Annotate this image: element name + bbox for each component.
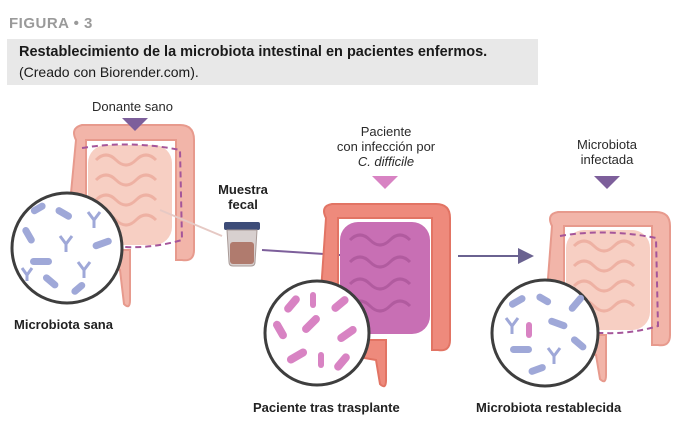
bacterium <box>30 258 52 265</box>
bacterium <box>546 347 562 364</box>
bacterium <box>92 237 112 250</box>
bacterium <box>20 267 34 281</box>
fecal-sample-jar <box>224 222 260 267</box>
infected-marker <box>594 176 620 189</box>
figure-title: Restablecimiento de la microbiota intest… <box>19 44 488 60</box>
bacterium <box>334 353 350 371</box>
restored-microbiota-circle <box>490 278 600 388</box>
healthy-microbiota-circle <box>10 191 124 305</box>
bacterium <box>536 293 552 306</box>
bacterium <box>86 211 102 228</box>
post-transplant-label: Paciente tras trasplante <box>253 400 400 415</box>
bacterium <box>286 348 308 364</box>
healthy-microbiota-label: Microbiota sana <box>14 317 113 332</box>
donor-marker <box>122 118 148 131</box>
patient-label-line3: C. difficile <box>357 154 415 169</box>
sample-label-line2: fecal <box>228 197 258 212</box>
bacterium <box>42 274 59 289</box>
bacterium <box>331 296 349 312</box>
bacterium <box>310 292 316 308</box>
sample-label-line1: Muestra <box>218 182 268 197</box>
intestine-folds <box>94 153 158 227</box>
connector-line <box>159 209 223 237</box>
patient-label-line1: Paciente <box>360 124 412 139</box>
intestine-folds <box>348 233 412 313</box>
dashed-line <box>81 143 184 249</box>
transplant-arrow <box>261 247 359 264</box>
bacterium <box>504 317 520 334</box>
intestine-folds <box>572 239 636 313</box>
donor-label: Donante sano <box>92 99 173 114</box>
bacterium <box>76 261 92 278</box>
bacterium <box>55 207 73 220</box>
infected-label-line1: Microbiota <box>577 137 637 152</box>
bacterium <box>71 281 86 295</box>
bacterium <box>22 226 35 244</box>
restored-label: Microbiota restablecida <box>476 400 622 415</box>
caption-box: Restablecimiento de la microbiota intest… <box>7 39 538 85</box>
bacterium <box>570 336 587 351</box>
bacterium <box>508 295 526 308</box>
bacterium <box>337 325 357 343</box>
bacterium <box>568 294 585 312</box>
bacterium <box>318 352 324 368</box>
bacterium <box>273 320 287 340</box>
jar-lid <box>224 222 260 230</box>
post-transplant-circle <box>263 279 371 387</box>
bacterium <box>302 315 320 333</box>
patient-label-line2: con infección por <box>336 139 436 154</box>
bacterium <box>526 322 532 338</box>
dashed-line <box>559 231 660 335</box>
bacterium <box>58 235 74 252</box>
sample-label: Muestra fecal <box>215 182 271 212</box>
jar-contents <box>230 242 254 264</box>
bacterium <box>548 317 568 330</box>
figure-label: FIGURA • 3 <box>9 15 93 32</box>
patient-label: Paciente con infección por C. difficile <box>333 124 439 169</box>
bacterium <box>510 346 532 353</box>
figure-subtitle: (Creado con Biorender.com). <box>19 64 199 80</box>
infected-label: Microbiota infectada <box>570 137 644 167</box>
bacterium <box>30 202 46 215</box>
bacterium <box>284 295 300 313</box>
bacterium <box>528 364 546 375</box>
infected-label-line2: infectada <box>580 152 634 167</box>
patient-marker <box>372 176 398 189</box>
